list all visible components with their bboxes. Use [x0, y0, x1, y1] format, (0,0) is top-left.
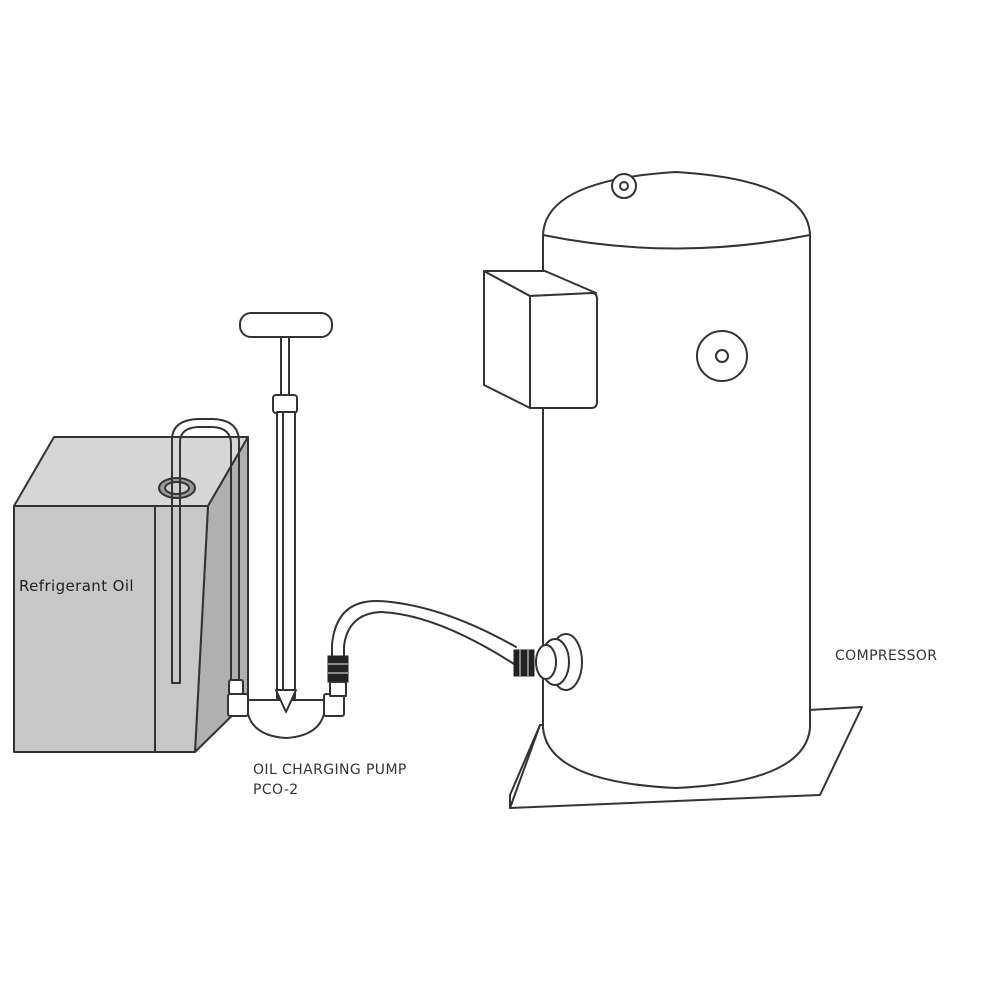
- suction-tube: [171, 418, 244, 695]
- pump-model-label: PCO-2: [253, 782, 299, 798]
- container-front: [13, 505, 209, 753]
- lifting-ring: [611, 173, 637, 199]
- compressor-label: COMPRESSOR: [835, 648, 938, 664]
- container-label: Refrigerant Oil: [19, 577, 134, 595]
- pump-barrel: [276, 411, 296, 699]
- compressor-oil-port: [535, 633, 583, 691]
- sight-glass: [696, 330, 748, 382]
- oil-charging-pump: [227, 312, 345, 739]
- pump-base: [247, 699, 325, 739]
- hose-fitting-pump: [327, 655, 349, 683]
- compressor: [483, 171, 863, 809]
- discharge-hose: [327, 599, 535, 697]
- compressor-shell: [542, 171, 811, 789]
- hose-fitting-compressor: [513, 649, 535, 677]
- terminal-box: [483, 270, 598, 409]
- refrigerant-oil-container: [13, 436, 249, 753]
- pump-label: OIL CHARGING PUMP: [253, 762, 407, 778]
- pump-handle: [239, 312, 333, 338]
